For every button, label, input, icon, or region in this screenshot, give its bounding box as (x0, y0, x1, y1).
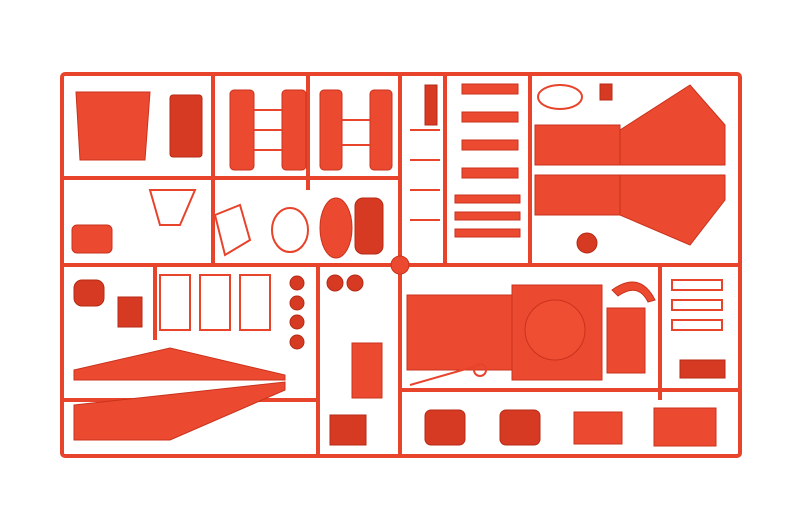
sprue-parts (71, 83, 726, 447)
